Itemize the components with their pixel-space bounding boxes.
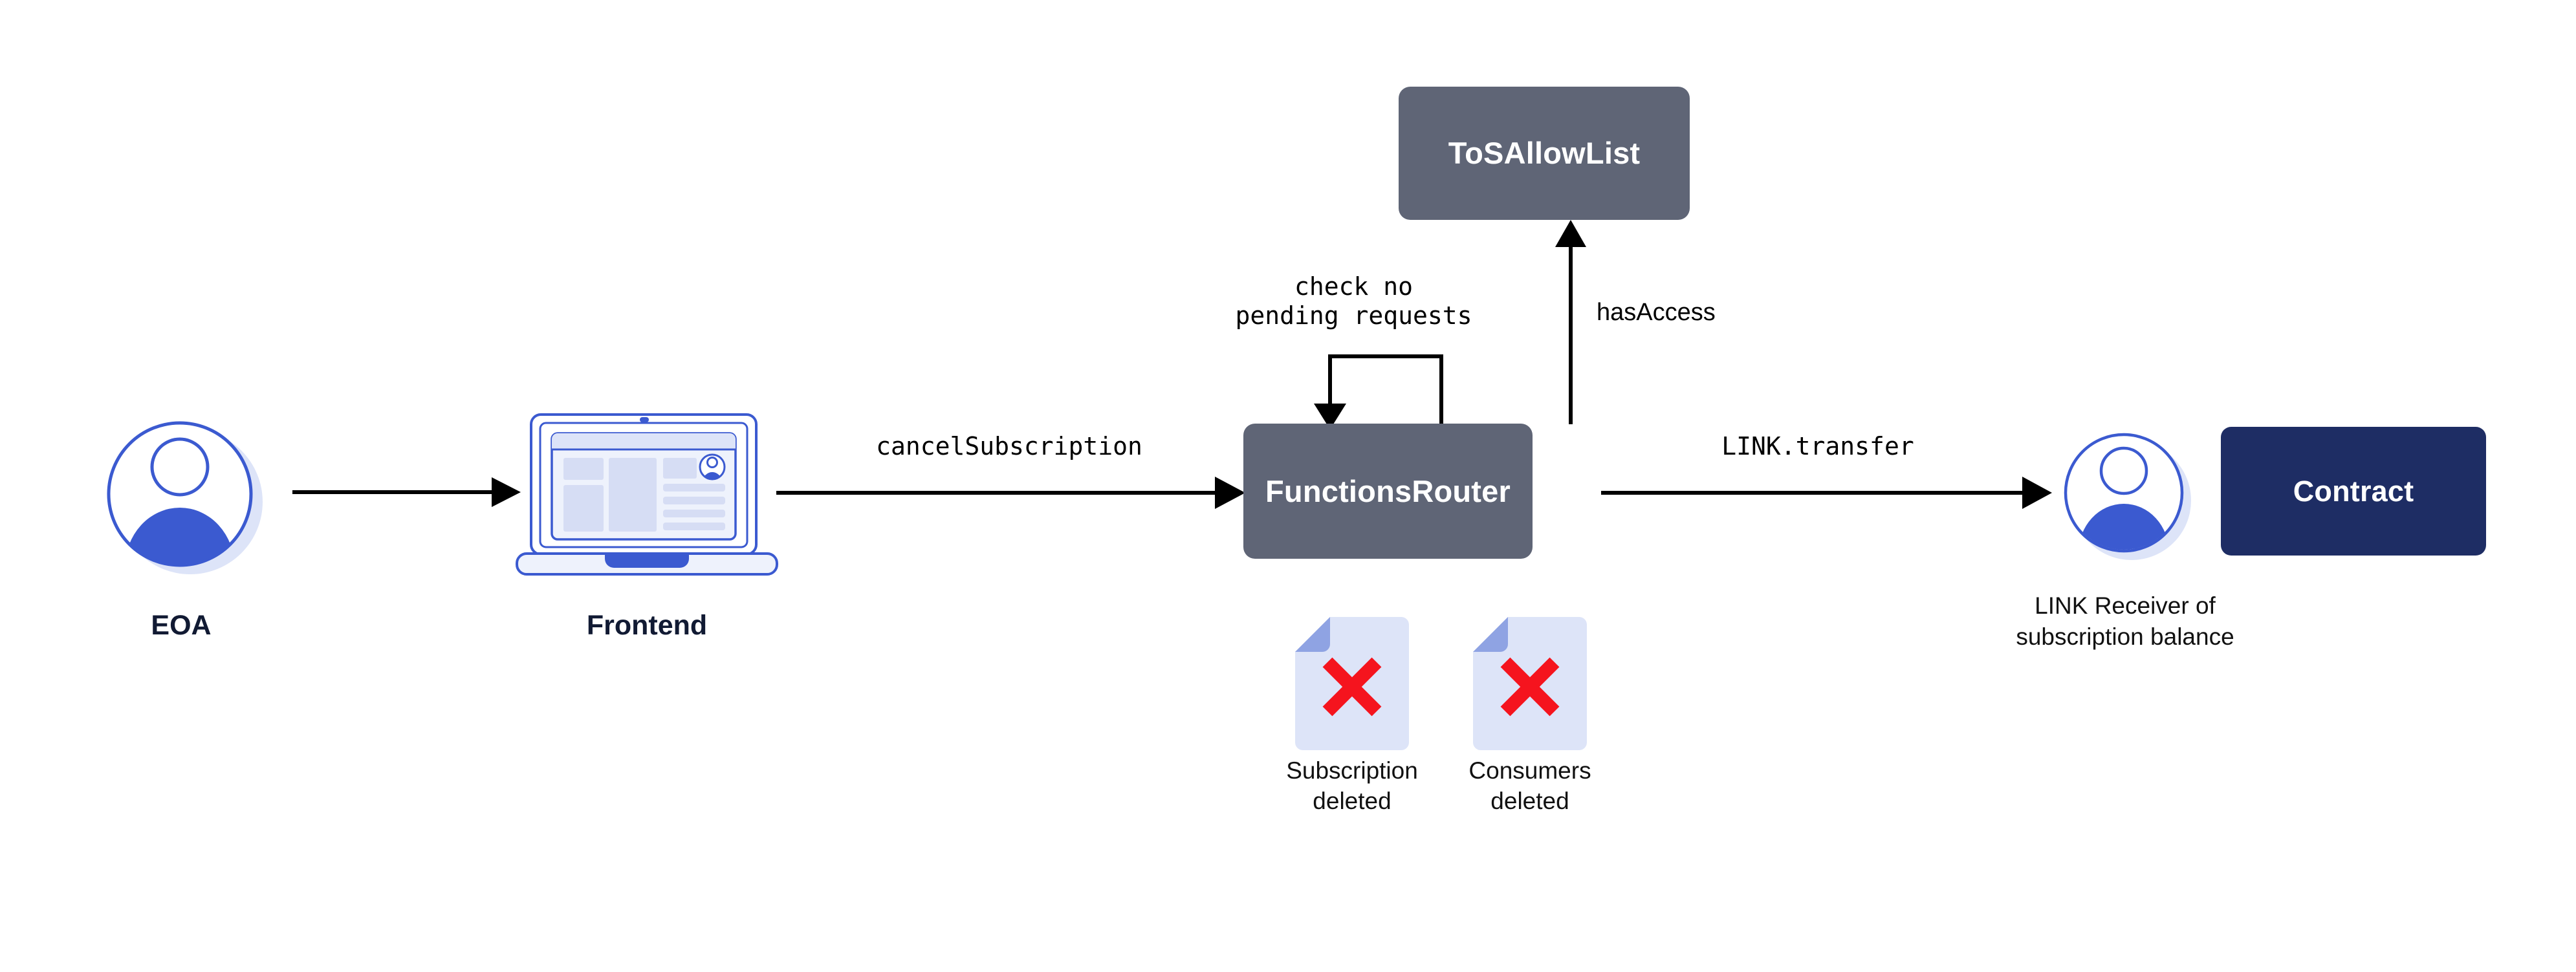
- link-receiver-avatar[interactable]: [2047, 414, 2203, 569]
- edge-label-cancel-subscription: cancelSubscription: [876, 432, 1142, 460]
- user-avatar-icon: [107, 421, 263, 574]
- link-receiver-caption-line1: LINK Receiver of: [2035, 592, 2216, 619]
- document-deleted-icon: [1473, 617, 1587, 750]
- consumers-deleted-icon-wrap[interactable]: [1472, 616, 1588, 751]
- document-deleted-icon: [1295, 617, 1409, 750]
- arrow-functions-router-to-tos-allow-list: [1555, 220, 1586, 424]
- eoa-label: EOA: [151, 610, 212, 641]
- functions-router-node[interactable]: FunctionsRouter: [1243, 424, 1533, 559]
- edge-label-has-access: hasAccess: [1597, 299, 1716, 326]
- laptop-icon: [516, 413, 778, 576]
- subscription-deleted-caption-line1: Subscription: [1286, 757, 1418, 784]
- tos-allow-list-node[interactable]: ToSAllowList: [1399, 87, 1690, 220]
- eoa-avatar[interactable]: [84, 407, 278, 582]
- contract-node[interactable]: Contract: [2221, 427, 2486, 556]
- link-receiver-caption-line2: subscription balance: [2016, 623, 2234, 650]
- functions-router-label: FunctionsRouter: [1265, 473, 1511, 508]
- arrow-functions-router-self-loop: [1314, 354, 1443, 429]
- edge-label-link-transfer: LINK.transfer: [1721, 432, 1914, 460]
- frontend-label: Frontend: [586, 610, 708, 641]
- arrow-functions-router-to-link-receiver: [1601, 477, 2052, 509]
- consumers-deleted-caption-line2: deleted: [1490, 788, 1569, 814]
- edge-label-check-no-pending-requests-line2: pending requests: [1235, 301, 1472, 330]
- user-avatar-icon: [2064, 433, 2191, 560]
- subscription-deleted-icon-wrap[interactable]: [1294, 616, 1410, 751]
- subscription-deleted-caption-line2: deleted: [1313, 788, 1392, 814]
- consumers-deleted-caption-line1: Consumers: [1468, 757, 1591, 784]
- frontend-laptop[interactable]: [514, 401, 780, 582]
- edge-label-check-no-pending-requests-line1: check no: [1294, 272, 1414, 301]
- arrow-frontend-to-functions-router: [776, 477, 1245, 509]
- arrow-eoa-to-frontend: [292, 477, 521, 507]
- contract-label: Contract: [2293, 474, 2414, 508]
- tos-allow-list-label: ToSAllowList: [1448, 136, 1641, 171]
